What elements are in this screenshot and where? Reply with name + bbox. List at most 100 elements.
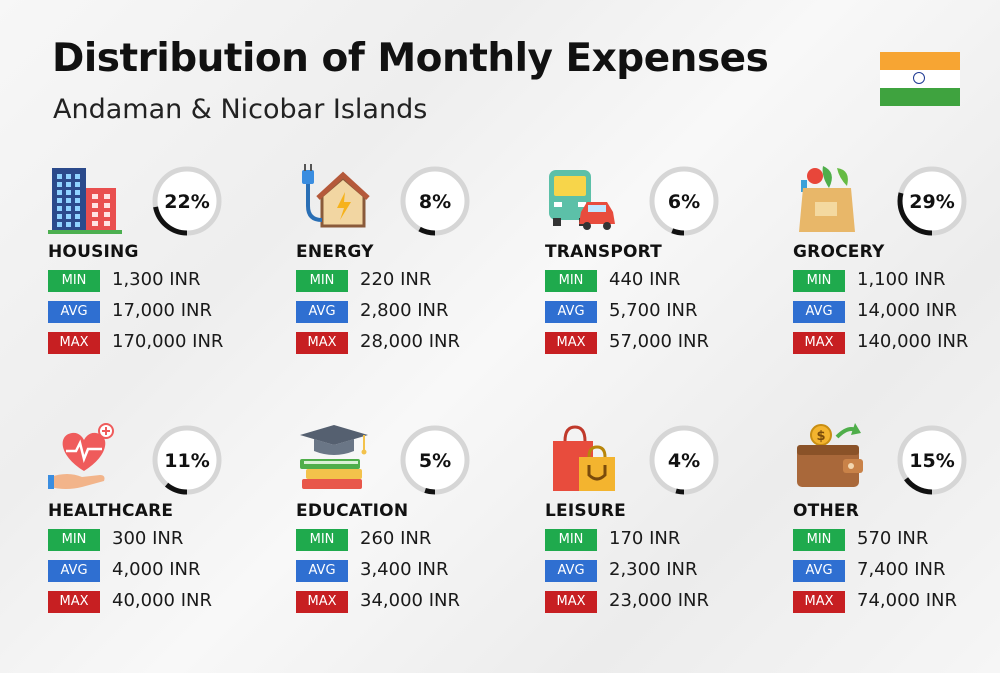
avg-row: AVG 7,400 INR (793, 559, 1000, 586)
percent-ring: 15% (897, 425, 967, 495)
ring-arc-energy (400, 166, 470, 236)
ring-arc-education (400, 425, 470, 495)
ring-arc-grocery (897, 166, 967, 236)
category-label: HOUSING (48, 242, 139, 262)
min-row: MIN 300 INR (48, 528, 288, 555)
percent-label: 29% (909, 191, 954, 213)
expense-card-healthcare: 11% HEALTHCARE MIN 300 INR AVG 4,000 INR MAX 40… (48, 421, 288, 621)
books-cap-icon (296, 421, 370, 495)
avg-value: 2,800 INR (360, 300, 449, 321)
house-plug-icon (296, 162, 370, 236)
percent-label: 15% (909, 450, 954, 472)
category-label: EDUCATION (296, 501, 409, 521)
avg-row: AVG 17,000 INR (48, 300, 288, 327)
buildings-icon (48, 162, 122, 236)
avg-value: 14,000 INR (857, 300, 957, 321)
avg-badge: AVG (296, 301, 348, 323)
min-badge: MIN (296, 270, 348, 292)
ring-arc-transport (649, 166, 719, 236)
avg-value: 4,000 INR (112, 559, 201, 580)
ring-arc-housing (152, 166, 222, 236)
min-badge: MIN (793, 270, 845, 292)
percent-label: 22% (164, 191, 209, 213)
max-row: MAX 28,000 INR (296, 331, 536, 358)
min-value: 220 INR (360, 269, 432, 290)
max-row: MAX 40,000 INR (48, 590, 288, 617)
avg-value: 3,400 INR (360, 559, 449, 580)
category-label: HEALTHCARE (48, 501, 174, 521)
percent-label: 11% (164, 450, 209, 472)
min-value: 1,300 INR (112, 269, 201, 290)
avg-badge: AVG (545, 560, 597, 582)
min-badge: MIN (296, 529, 348, 551)
category-label: GROCERY (793, 242, 885, 262)
min-badge: MIN (48, 529, 100, 551)
min-value: 170 INR (609, 528, 681, 549)
avg-badge: AVG (48, 560, 100, 582)
max-badge: MAX (48, 591, 100, 613)
category-label: ENERGY (296, 242, 374, 262)
max-badge: MAX (48, 332, 100, 354)
min-row: MIN 570 INR (793, 528, 1000, 555)
percent-ring: 29% (897, 166, 967, 236)
percent-ring: 11% (152, 425, 222, 495)
min-badge: MIN (545, 529, 597, 551)
wallet-coin-icon: $ (793, 421, 867, 495)
avg-value: 17,000 INR (112, 300, 212, 321)
percent-ring: 5% (400, 425, 470, 495)
category-label: TRANSPORT (545, 242, 662, 262)
avg-badge: AVG (545, 301, 597, 323)
avg-value: 7,400 INR (857, 559, 946, 580)
min-row: MIN 1,100 INR (793, 269, 1000, 296)
min-value: 1,100 INR (857, 269, 946, 290)
avg-badge: AVG (793, 560, 845, 582)
ring-arc-leisure (649, 425, 719, 495)
avg-row: AVG 3,400 INR (296, 559, 536, 586)
avg-row: AVG 4,000 INR (48, 559, 288, 586)
percent-ring: 4% (649, 425, 719, 495)
avg-badge: AVG (296, 560, 348, 582)
bus-car-icon (545, 162, 619, 236)
min-row: MIN 170 INR (545, 528, 785, 555)
max-value: 28,000 INR (360, 331, 460, 352)
max-row: MAX 74,000 INR (793, 590, 1000, 617)
avg-badge: AVG (48, 301, 100, 323)
min-value: 570 INR (857, 528, 929, 549)
min-row: MIN 220 INR (296, 269, 536, 296)
min-badge: MIN (793, 529, 845, 551)
ring-arc-healthcare (152, 425, 222, 495)
percent-label: 5% (419, 450, 451, 472)
page-title: Distribution of Monthly Expenses (52, 36, 769, 81)
max-value: 40,000 INR (112, 590, 212, 611)
max-value: 74,000 INR (857, 590, 957, 611)
max-badge: MAX (296, 332, 348, 354)
percent-label: 4% (668, 450, 700, 472)
india-flag-icon (880, 52, 960, 106)
expense-card-other: $ 15% OTHER MIN 570 INR AVG 7,400 INR MAX 74,00… (793, 421, 1000, 621)
percent-ring: 22% (152, 166, 222, 236)
max-badge: MAX (793, 591, 845, 613)
grocery-bag-icon (793, 162, 867, 236)
svg-text:$: $ (816, 429, 825, 444)
max-value: 57,000 INR (609, 331, 709, 352)
min-badge: MIN (48, 270, 100, 292)
expense-card-housing: 22% HOUSING MIN 1,300 INR AVG 17,000 INR MAX 17… (48, 162, 288, 362)
ring-arc-other (897, 425, 967, 495)
avg-badge: AVG (793, 301, 845, 323)
min-badge: MIN (545, 270, 597, 292)
min-value: 300 INR (112, 528, 184, 549)
min-value: 260 INR (360, 528, 432, 549)
max-value: 34,000 INR (360, 590, 460, 611)
page-subtitle: Andaman & Nicobar Islands (53, 94, 428, 125)
category-label: OTHER (793, 501, 859, 521)
avg-row: AVG 14,000 INR (793, 300, 1000, 327)
